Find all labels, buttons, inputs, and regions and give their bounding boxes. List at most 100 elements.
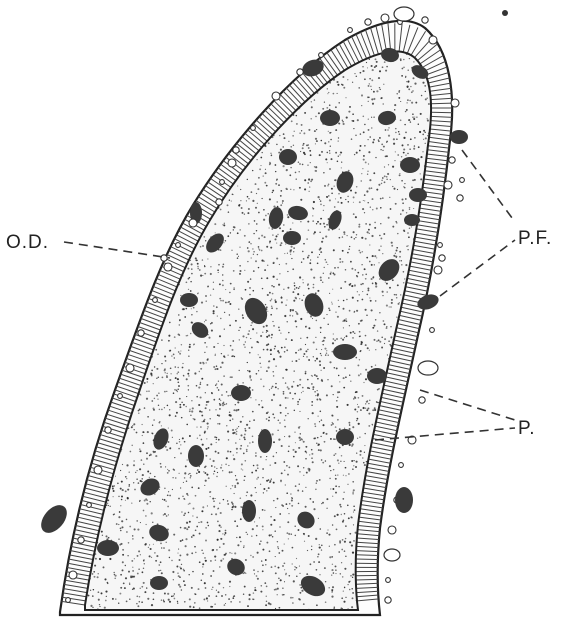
stipple-dot [336,81,338,83]
stipple-dot [333,79,335,81]
stipple-dot [353,540,355,542]
stipple-dot [407,249,408,250]
stipple-dot [173,229,174,230]
stipple-dot [396,515,397,516]
stipple-dot [388,217,390,219]
stipple-dot [99,194,101,196]
stipple-dot [227,235,229,237]
stipple-dot [266,601,267,602]
stipple-dot [69,140,71,142]
stipple-dot [112,341,114,343]
stipple-dot [250,397,251,398]
stipple-dot [235,404,236,405]
stipple-dot [349,533,351,535]
stipple-dot [86,146,88,148]
stipple-dot [300,221,301,222]
stipple-dot [224,312,225,313]
stipple-dot [64,228,66,230]
stipple-dot [177,49,179,51]
stipple-dot [233,288,235,290]
stipple-dot [409,149,410,150]
stipple-dot [147,471,149,473]
stipple-dot [369,83,370,84]
stipple-dot [406,459,407,460]
stipple-dot [207,135,209,137]
stipple-dot [323,432,324,433]
stipple-dot [299,187,301,189]
stipple-dot [143,582,145,584]
stipple-dot [215,385,216,386]
stipple-dot [433,461,435,463]
stipple-dot [116,523,118,525]
stipple-dot [213,118,214,119]
stipple-dot [356,420,357,421]
stipple-dot [265,304,266,305]
stipple-dot [276,178,278,180]
stipple-dot [99,430,100,431]
stipple-dot [365,273,367,275]
stipple-dot [67,531,69,533]
stipple-dot [278,420,280,422]
stipple-dot [179,320,181,322]
stipple-dot [359,331,361,333]
stipple-dot [168,549,170,551]
stipple-dot [294,569,295,570]
stipple-dot [171,355,173,357]
stipple-dot [282,565,284,567]
stipple-dot [432,420,433,421]
stipple-dot [224,123,226,125]
stipple-dot [140,113,142,115]
stipple-dot [74,414,76,416]
stipple-dot [193,535,195,537]
stipple-dot [125,160,126,161]
stipple-dot [128,149,129,150]
stipple-dot [263,326,265,328]
stipple-dot [207,164,209,166]
stipple-dot [233,409,235,411]
stipple-dot [138,315,139,316]
stipple-dot [194,418,196,420]
stipple-dot [232,142,233,143]
stipple-dot [254,521,255,522]
stipple-dot [320,218,322,220]
stipple-dot [332,488,334,490]
stipple-dot [159,421,160,422]
stipple-dot [220,300,222,302]
stipple-dot [365,278,367,280]
stipple-dot [299,566,300,567]
stipple-dot [380,223,381,224]
stipple-dot [248,223,249,224]
stipple-dot [277,541,278,542]
stipple-dot [322,281,324,283]
stipple-dot [266,349,268,351]
stipple-dot [233,39,235,41]
stipple-dot [221,123,223,125]
stipple-dot [124,257,126,259]
stipple-dot [166,515,168,517]
stipple-dot [197,263,199,265]
stipple-dot [67,67,69,69]
stipple-dot [60,371,62,373]
stipple-dot [107,59,109,61]
stipple-dot [172,437,173,438]
stipple-dot [295,297,297,299]
stipple-dot [277,583,278,584]
stipple-dot [376,90,378,92]
stipple-dot [93,428,94,429]
stipple-dot [239,247,240,248]
stipple-dot [361,94,363,96]
stipple-dot [352,574,354,576]
stipple-dot [120,587,122,589]
stipple-dot [325,433,327,435]
stipple-dot [277,430,278,431]
stipple-dot [154,366,155,367]
stipple-dot [227,431,229,433]
stipple-dot [203,133,204,134]
stipple-dot [140,228,141,229]
stipple-dot [374,255,376,257]
stipple-dot [311,546,312,547]
stipple-dot [397,189,398,190]
stipple-dot [300,151,301,152]
stipple-dot [240,421,242,423]
stipple-dot [178,284,179,285]
